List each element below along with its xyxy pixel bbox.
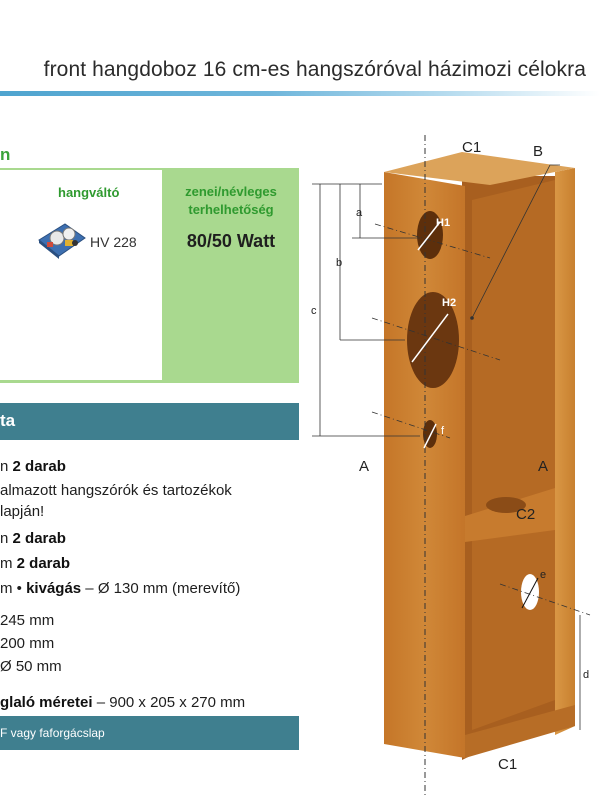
page-title: front hangdoboz 16 cm-es hangszóróval há…	[43, 58, 586, 81]
parts-bar-label: ta	[0, 411, 16, 430]
load-label: zenei/névleges terhelhetőség	[166, 183, 296, 219]
box-back-panel	[472, 180, 555, 730]
spec-line-4: n 2 darab	[0, 530, 66, 547]
crossover-board-icon	[38, 223, 86, 259]
section-heading: n	[0, 145, 11, 164]
box-bottom-panel	[465, 705, 575, 758]
crossover-model: HV 228	[90, 234, 137, 250]
label-dim-b: b	[336, 257, 342, 269]
box-right-side	[555, 168, 575, 735]
crossover-card	[0, 170, 162, 383]
title-underline	[0, 91, 600, 96]
material-bar-label: F vagy faforgácslap	[0, 726, 105, 740]
load-label-line1: zenei/névleges	[185, 184, 277, 199]
spec-line-9: Ø 50 mm	[0, 658, 62, 675]
spec-line-10: glaló méretei – 900 x 205 x 270 mm	[0, 694, 246, 711]
label-h2: H2	[442, 297, 456, 309]
spec-line-8: 200 mm	[0, 635, 55, 652]
crossover-label: hangváltó	[58, 185, 120, 200]
label-c1-bottom: C1	[498, 756, 517, 773]
label-section-a-right: A	[538, 458, 548, 475]
shelf-hole	[486, 497, 526, 513]
spec-line-7: 245 mm	[0, 612, 55, 629]
spec-line-5: m 2 darab	[0, 555, 71, 572]
spec-line-1: n 2 darab	[0, 458, 66, 475]
spec-line-6: m • kivágás – Ø 130 mm (merevítő)	[0, 580, 241, 597]
label-section-a-left: A	[359, 458, 369, 475]
label-dim-c: c	[311, 305, 317, 317]
label-dim-d: d	[583, 669, 589, 681]
label-b: B	[533, 143, 543, 160]
hole-port	[423, 420, 437, 448]
label-h1: H1	[436, 217, 450, 229]
label-f: f	[441, 425, 445, 437]
label-c1-top: C1	[462, 139, 481, 156]
material-bar: F vagy faforgácslap	[0, 716, 299, 750]
parts-bar: ta	[0, 403, 299, 440]
shelf-c2	[465, 488, 555, 542]
box-top-panel	[384, 152, 575, 185]
spec-line-3: lapján!	[0, 503, 45, 520]
label-c2: C2	[516, 506, 535, 523]
label-e: e	[540, 569, 546, 581]
load-label-line2: terhelhetőség	[188, 202, 274, 217]
load-value: 80/50 Watt	[186, 231, 276, 251]
spec-line-2: almazott hangszórók és tartozékok	[0, 482, 232, 499]
label-dim-a: a	[356, 207, 363, 219]
speaker-box-diagram: C1 B H1 H2 a b c d e f A A C2 C1	[311, 135, 591, 795]
